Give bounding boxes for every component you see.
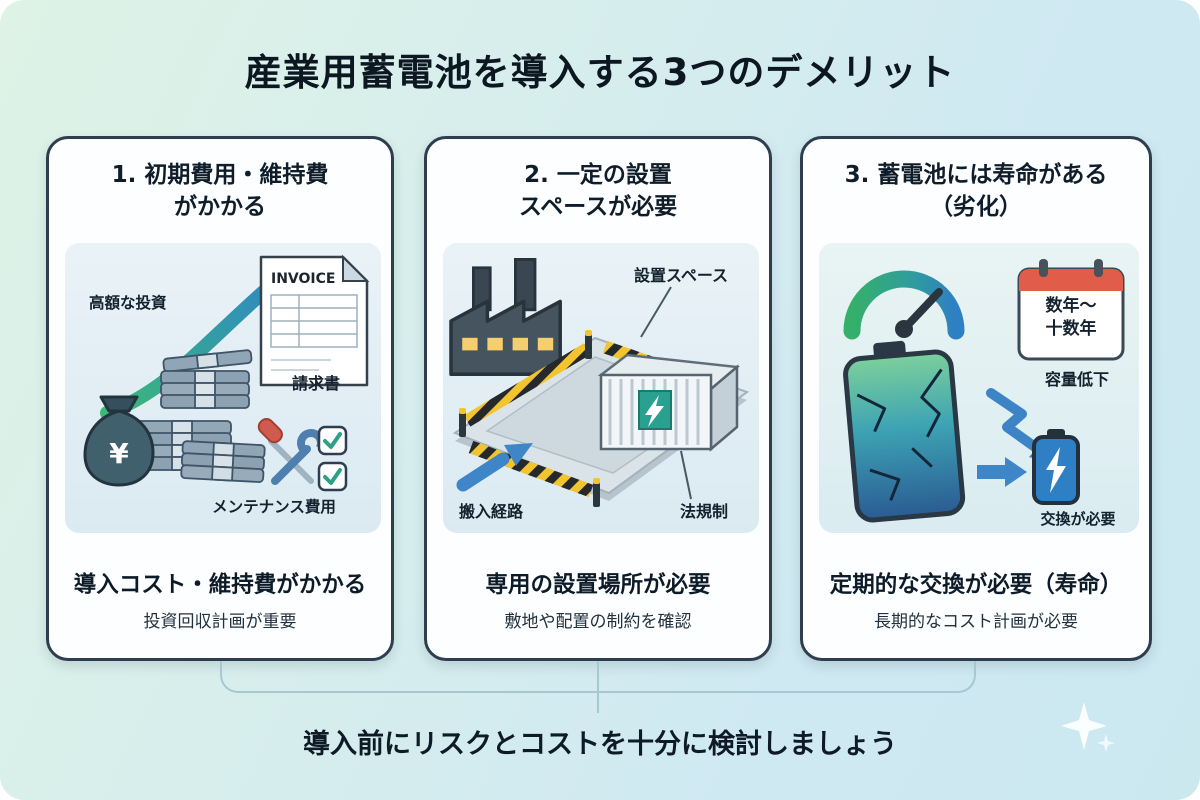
label-calendar-years: 数年〜 十数年: [1045, 296, 1097, 339]
connector-stem-top: [597, 661, 599, 693]
invoice-doc-title: INVOICE: [271, 271, 335, 287]
card-2-heading: 2. 一定の設置 スペースが必要: [518, 162, 678, 221]
factory-icon: [449, 258, 562, 376]
sparkle-icon: [1061, 702, 1115, 752]
label-capacity-drop: 容量低下: [1044, 370, 1109, 389]
pointer-lines: [640, 286, 692, 500]
card-1-heading: 1. 初期費用・維持費 がかかる: [111, 162, 329, 221]
new-battery-icon: [1032, 429, 1080, 505]
card-installation-space: 2. 一定の設置 スペースが必要: [424, 136, 772, 661]
label-high-investment: 高額な投資: [89, 294, 167, 312]
cost-illustration-graphic: ¥ INVOICE: [83, 254, 370, 492]
cash-stack-icon: [132, 349, 266, 483]
battery-container-icon: [597, 353, 741, 452]
route-arrow-icon: [456, 443, 533, 492]
invoice-document-icon: INVOICE: [259, 254, 370, 387]
page-title: 産業用蓄電池を導入する3つのデメリット: [244, 51, 956, 94]
card-initial-cost: 1. 初期費用・維持費 がかかる: [46, 136, 394, 661]
connector-stem-bottom: [597, 693, 599, 713]
label-carry-in-route: 搬入経路: [459, 502, 524, 521]
card-2-note: 敷地や配置の制約を確認: [504, 612, 692, 632]
degraded-battery-icon: [843, 340, 966, 523]
gauge-icon: [843, 270, 965, 340]
card-1-illustration: ¥ INVOICE: [65, 243, 381, 533]
card-battery-lifespan: 3. 蓄電池には寿命がある （劣化）: [800, 136, 1152, 661]
card-3-note: 長期的なコスト計画が必要: [874, 612, 1078, 632]
card-3-heading: 3. 蓄電池には寿命がある （劣化）: [844, 162, 1108, 221]
label-maintenance-cost: メンテナンス費用: [212, 498, 336, 516]
label-replacement-needed: 交換が必要: [1040, 510, 1116, 528]
calendar-icon: [1017, 259, 1125, 361]
checkbox-icon: [317, 425, 348, 492]
card-1-conclusion: 導入コスト・維持費がかかる: [73, 572, 367, 598]
replace-arrow-icon: [977, 457, 1027, 487]
space-illustration-graphic: [449, 258, 750, 507]
yen-symbol: ¥: [109, 437, 129, 470]
lifespan-illustration-graphic: [843, 259, 1125, 523]
label-installation-space: 設置スペース: [633, 266, 729, 285]
footer-message: 導入前にリスクとコストを十分に検討しましょう: [303, 729, 897, 760]
label-regulation: 法規制: [679, 502, 728, 521]
card-2-illustration: 設置スペース 搬入経路 法規制: [443, 243, 759, 533]
label-invoice: 請求書: [291, 374, 340, 393]
tools-icon: [257, 418, 325, 485]
card-3-illustration: 数年〜 十数年 容量低下 交換が必要: [819, 243, 1139, 533]
card-1-note: 投資回収計画が重要: [143, 612, 297, 632]
card-3-conclusion: 定期的な交換が必要（寿命）: [829, 572, 1123, 598]
card-2-conclusion: 専用の設置場所が必要: [485, 572, 711, 598]
money-bag-icon: ¥: [83, 395, 155, 487]
